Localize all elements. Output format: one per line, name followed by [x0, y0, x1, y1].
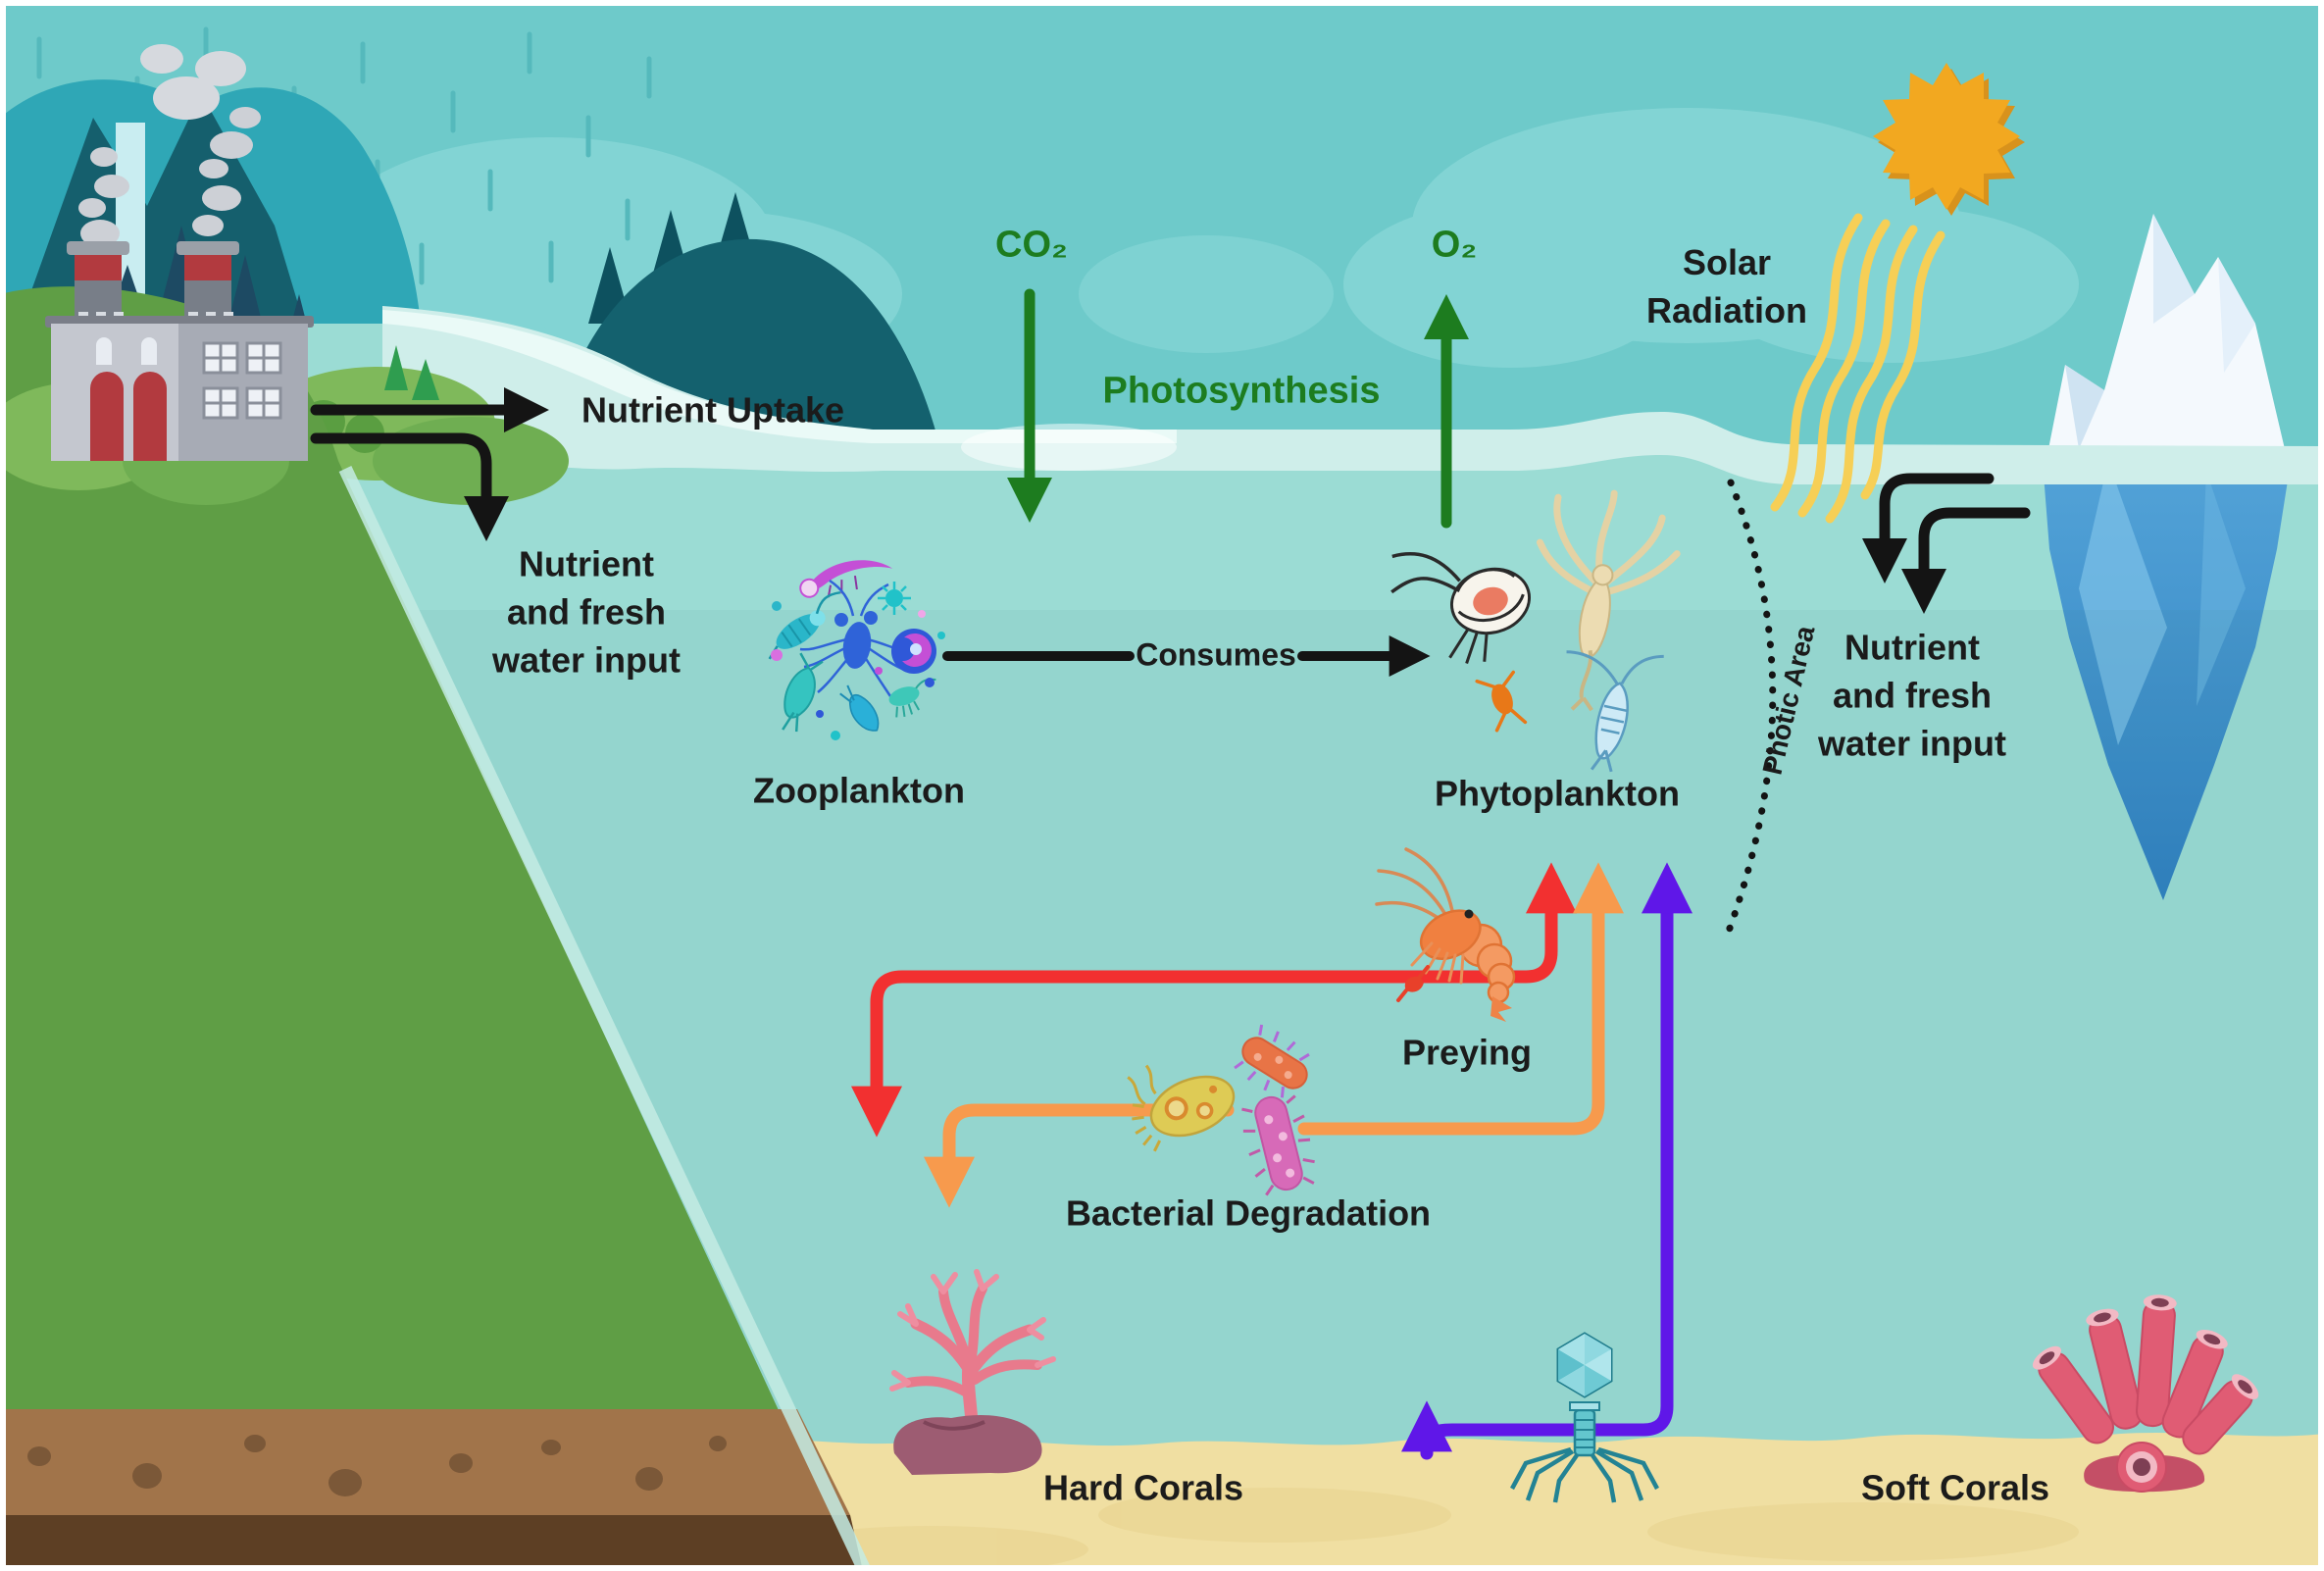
- label-nutrient-input-left-line3: water input: [491, 639, 682, 681]
- zooplankton-cluster-icon: [768, 560, 945, 740]
- sand-texture: [775, 1488, 2079, 1565]
- slope-edge-highlight: [338, 466, 870, 1565]
- label-soft-corals: Soft Corals: [1860, 1467, 2050, 1508]
- soil-layer-deep: [6, 1515, 862, 1565]
- phytoplankton-cluster-icon: [1390, 489, 1681, 773]
- diagram-canvas: CO₂ O₂ Photosynthesis Solar Radiation Nu…: [6, 6, 2318, 1565]
- scene-illustration: [6, 6, 2318, 1565]
- label-photosynthesis: Photosynthesis: [1102, 370, 1381, 412]
- label-nutrient-input-right: Nutrient and fresh water input: [1818, 624, 2006, 768]
- label-consumes: Consumes: [1136, 636, 1296, 673]
- surface-cloud: [961, 424, 1177, 471]
- label-co2: CO₂: [995, 224, 1068, 266]
- bacteria-sink-arrow: [924, 1103, 1235, 1208]
- iceberg-input-arrow-2: [1900, 507, 2031, 614]
- photic-boundary: [1724, 479, 1777, 938]
- viral-cycle-arrow: [1427, 903, 1667, 1453]
- ecosystem-diagram: CO₂ O₂ Photosynthesis Solar Radiation Nu…: [6, 6, 2318, 1565]
- label-solar-radiation: Solar Radiation: [1646, 238, 1807, 334]
- land-slope: [6, 286, 851, 1565]
- label-nutrient-input-right-line3: water input: [1817, 723, 2007, 764]
- iceberg: [2042, 214, 2293, 900]
- label-phytoplankton: Phytoplankton: [1435, 773, 1680, 814]
- label-nutrient-input-right-line2: and fresh: [1832, 675, 1993, 716]
- soil-pebbles: [27, 1435, 727, 1496]
- soil-layer: [6, 1409, 850, 1515]
- flow-arrows: [310, 288, 2031, 1453]
- factory-smoke: [78, 44, 261, 247]
- runoff-input-arrow: [310, 432, 510, 541]
- shrimp-icon: [1375, 847, 1516, 1022]
- solar-rays-icon: [1770, 213, 1945, 524]
- label-solar-line1: Solar: [1682, 242, 1772, 282]
- label-preying: Preying: [1401, 1032, 1533, 1073]
- soft-coral-icon: [2032, 1294, 2259, 1493]
- hard-coral-icon: [889, 1269, 1056, 1475]
- label-zooplankton: Zooplankton: [753, 770, 965, 811]
- iceberg-input-arrow-1: [1861, 473, 1995, 583]
- label-hard-corals: Hard Corals: [1042, 1467, 1244, 1508]
- label-o2: O₂: [1431, 224, 1478, 266]
- bacteriophage-virus-icon: [1510, 1332, 1659, 1503]
- label-bacterial-degradation: Bacterial Degradation: [1065, 1192, 1432, 1234]
- label-solar-line2: Radiation: [1645, 290, 1808, 330]
- sun: [1873, 63, 2025, 216]
- label-nutrient-input-left-line2: and fresh: [506, 591, 667, 633]
- label-nutrient-input-left-line1: Nutrient: [518, 543, 654, 584]
- label-nutrient-input-right-line1: Nutrient: [1844, 627, 1980, 668]
- factory-icon: [45, 44, 314, 461]
- label-nutrient-uptake: Nutrient Uptake: [581, 389, 845, 431]
- bacteria-cluster-icon: [1127, 1024, 1315, 1196]
- label-nutrient-input-left: Nutrient and fresh water input: [492, 540, 681, 684]
